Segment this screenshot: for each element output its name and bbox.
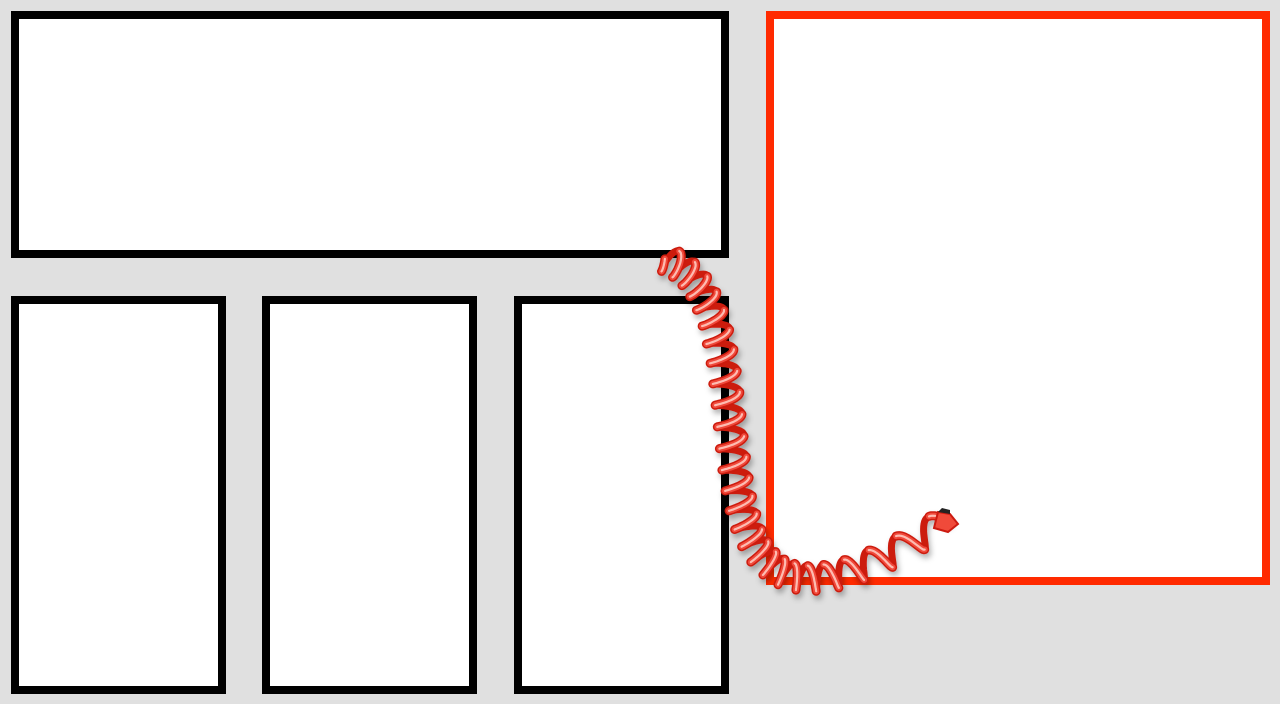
coil-strand: [657, 254, 670, 276]
coil-strand: [738, 526, 765, 550]
coil-strand: [688, 275, 709, 298]
coil-strand: [660, 257, 666, 273]
coil-strand: [725, 505, 760, 517]
coil-strand: [726, 492, 756, 514]
coil-strand: [678, 270, 711, 290]
coil-strand: [738, 536, 772, 551]
coil-strand: [678, 259, 699, 289]
coil-strand: [731, 510, 760, 533]
coil-strand: [737, 524, 767, 552]
coil-strand: [730, 509, 762, 534]
coil-strand: [677, 257, 701, 291]
panel-top-wide[interactable]: [11, 11, 729, 258]
coil-strand: [680, 261, 697, 287]
coil-strand: [721, 487, 756, 499]
coil-strand: [731, 522, 766, 533]
coil-strand: [733, 512, 758, 531]
coil-strand: [658, 255, 668, 275]
coil-strand: [724, 491, 757, 516]
panel-tall-right-highlighted[interactable]: [766, 11, 1270, 585]
coil-strand: [740, 528, 764, 548]
panel-bottom-right[interactable]: [514, 296, 729, 694]
panel-bottom-middle[interactable]: [262, 296, 477, 694]
coil-strand: [685, 271, 712, 302]
coil-strand: [728, 494, 754, 512]
coil-strand: [686, 273, 711, 300]
panel-bottom-left[interactable]: [11, 296, 226, 694]
coil-strand: [668, 257, 698, 281]
